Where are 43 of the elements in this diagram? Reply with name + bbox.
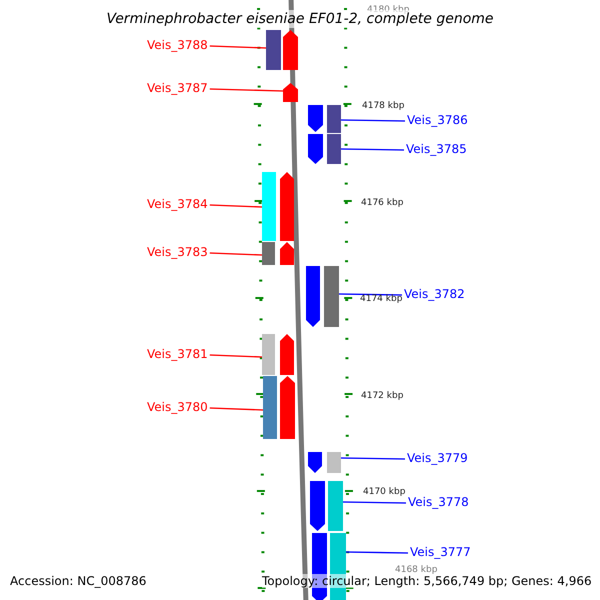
gene-label: Veis_3782 [404,287,465,301]
gene-feature [263,376,295,439]
gene-feature [262,334,294,375]
leader-line [210,88,284,92]
leader-line [210,354,262,358]
gene-feature [283,83,298,102]
gene-feature [306,266,339,327]
leader-line [210,204,262,208]
scale-label: 4174 kbp [360,293,402,306]
gene-label: Veis_3780 [147,400,208,414]
leader-line [346,551,408,554]
gene-label: Veis_3788 [147,38,208,52]
gene-feature [262,172,294,241]
scale-label: 4178 kbp [362,100,404,113]
gene-label: Veis_3787 [147,81,208,95]
gene-feature [308,452,341,473]
leader-line [340,457,406,460]
footer-text: Accession: NC_008786 [10,574,146,588]
leader-line [342,501,406,504]
leader-line [340,148,404,151]
leader-line [340,119,406,122]
footer-text: Topology: circular; Length: 5,566,749 bp; Genes: 4,966 [262,574,592,588]
gene-label: Veis_3786 [407,113,468,127]
scale-label: 4170 kbp [363,486,406,499]
gene-label: Veis_3777 [410,545,471,559]
gene-label: Veis_3785 [406,142,467,156]
gene-label: Veis_3778 [408,495,469,509]
gene-label: Veis_3781 [147,347,208,361]
scale-label: 4176 kbp [361,197,404,210]
gene-feature [310,481,343,531]
scale-label: 4168 kbp [395,564,438,576]
gene-feature [308,134,341,164]
gene-feature [308,105,341,133]
gene-feature [262,242,294,265]
leader-line [210,252,262,256]
leader-line [210,45,266,49]
scale-label: 4172 kbp [361,390,404,403]
gene-label: Veis_3779 [407,451,468,465]
gene-feature [266,30,298,70]
gene-label: Veis_3784 [147,197,208,211]
leader-line [210,407,264,411]
leader-line [338,293,402,296]
gene-label: Veis_3783 [147,245,208,259]
